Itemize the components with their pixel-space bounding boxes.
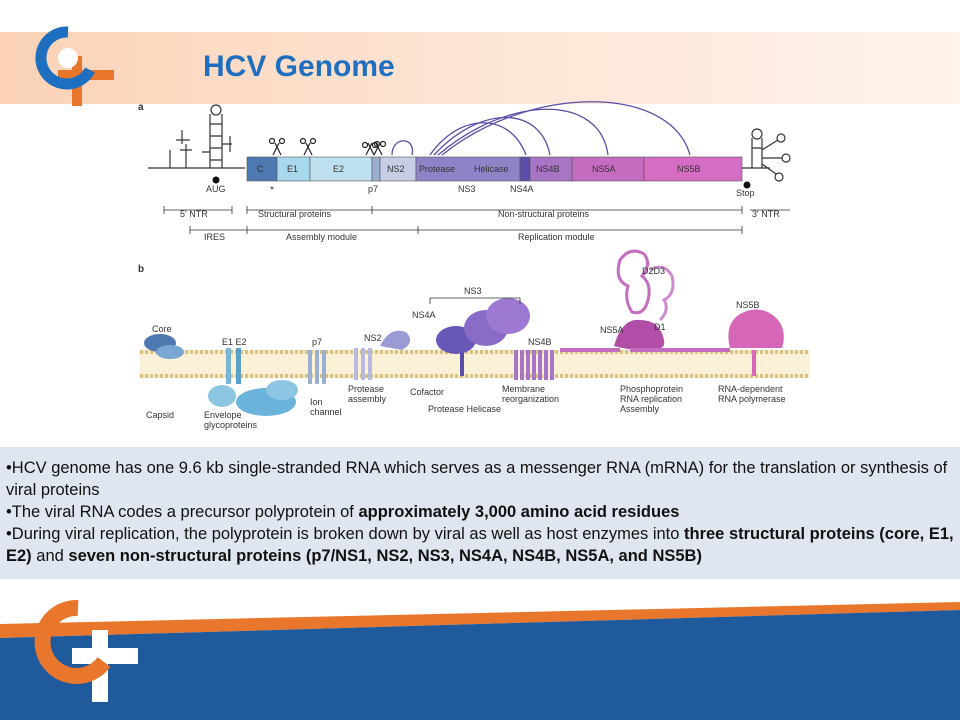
header-band [0, 32, 960, 104]
p7-label-a: p7 [368, 184, 378, 194]
panel-b-label: b [138, 264, 144, 275]
p7-ion-channel [308, 350, 326, 384]
label-membrane-2: reorganization [502, 394, 559, 404]
bullet-2: •The viral RNA codes a precursor polypro… [0, 501, 960, 523]
module-assembly: Assembly module [286, 232, 357, 242]
membrane-bilayer [140, 350, 810, 378]
segment-ns4b [529, 156, 573, 182]
segment-e1 [276, 156, 311, 182]
bullet-3-text: •During viral replication, the polyprote… [6, 525, 685, 543]
stop-label: Stop [736, 188, 755, 198]
bullet-text-box: •HCV genome has one 9.6 kb single-strand… [0, 447, 960, 579]
label-capsid: Capsid [146, 410, 174, 420]
footer-graphic [0, 599, 960, 720]
segment-label-protease: Protease [419, 164, 455, 174]
label-cofactor: Cofactor [410, 387, 444, 397]
label-envelope-1: Envelope [204, 410, 242, 420]
footer-logo-icon [34, 599, 138, 702]
label-e1e2: E1 E2 [222, 337, 247, 347]
core-protein [144, 334, 184, 359]
aug-label: AUG [206, 184, 226, 194]
label-phospho-1: Phosphoprotein [620, 384, 683, 394]
segment-label-e1: E1 [287, 164, 298, 174]
module-ires: IRES [204, 232, 225, 242]
ns3-label-a: NS3 [458, 184, 476, 194]
label-rdrp-1: RNA-dependent [718, 384, 783, 394]
segment-ns5a [571, 156, 645, 182]
bullet-3-mid: and [31, 547, 69, 565]
bullet-3-bold-2: seven non-structural proteins (p7/NS1, N… [68, 547, 702, 565]
label-ns2: NS2 [364, 333, 382, 343]
segment-label-ns2: NS2 [387, 164, 405, 174]
region-lines [163, 206, 790, 234]
label-ns5b: NS5B [736, 300, 760, 310]
label-ns5a: NS5A [600, 325, 624, 335]
ns4b-protein [514, 348, 620, 380]
ns3-ns4a-complex [429, 297, 530, 376]
label-ion-2: channel [310, 407, 342, 417]
polyprotein-bar: C E1 E2 NS2 Protease Helicase NS4B NS5A … [246, 156, 743, 182]
bullet-3: •During viral replication, the polyprote… [0, 523, 960, 567]
label-ns4a: NS4A [412, 310, 436, 320]
label-core: Core [152, 324, 172, 334]
region-structural: Structural proteins [258, 209, 332, 219]
segment-label-c: C [257, 164, 264, 174]
label-p7: p7 [312, 337, 322, 347]
region-nonstructural: Non-structural proteins [498, 209, 590, 219]
bullet-2-bold: approximately 3,000 amino acid residues [358, 503, 680, 521]
stop-marker [743, 181, 751, 189]
label-phospho-2: RNA replication [620, 394, 682, 404]
label-protease-asm-1: Protease [348, 384, 384, 394]
segment-label-ns5a: NS5A [592, 164, 616, 174]
ns2-protein [354, 330, 411, 380]
slide-title: HCV Genome [203, 50, 395, 83]
panel-a-label: a [138, 102, 144, 113]
label-d2d3: D2D3 [642, 266, 665, 276]
label-membrane-1: Membrane [502, 384, 545, 394]
label-ns3: NS3 [464, 286, 482, 296]
star-marker: * [270, 185, 274, 196]
label-ion-1: Ion [310, 397, 323, 407]
segment-p7 [371, 156, 381, 182]
logo-icon [35, 26, 114, 106]
bullet-2-text: •The viral RNA codes a precursor polypro… [6, 503, 359, 521]
bullet-1-text: •HCV genome has one 9.6 kb single-strand… [6, 459, 948, 499]
segment-label-helicase: Helicase [474, 164, 509, 174]
label-phospho-3: Assembly [620, 404, 660, 414]
ns4a-label-a: NS4A [510, 184, 534, 194]
aug-marker [212, 176, 220, 184]
ns5b-protein [728, 309, 784, 376]
module-replication: Replication module [518, 232, 595, 242]
segment-ns4a [519, 156, 531, 182]
bullet-3-bold-1: three structural proteins (core, E1, E2) [6, 525, 954, 565]
cleavage-arcs [391, 101, 691, 156]
segment-label-e2: E2 [333, 164, 344, 174]
label-protease-asm-2: assembly [348, 394, 387, 404]
segment-ns3 [415, 156, 521, 182]
scissors-icons [268, 137, 387, 156]
e1-e2-glycoproteins [208, 348, 298, 416]
segment-label-ns5b: NS5B [677, 164, 701, 174]
bullet-1: •HCV genome has one 9.6 kb single-strand… [0, 457, 960, 501]
region-5ntr-text: 5' NTR [180, 209, 208, 219]
label-d1: D1 [654, 322, 666, 332]
region-3ntr: 3' NTR [752, 209, 780, 219]
label-protease-helicase: Protease Helicase [428, 404, 501, 414]
segment-label-ns4b: NS4B [536, 164, 560, 174]
label-ns4b: NS4B [528, 337, 552, 347]
three-prime-utr-structure [742, 128, 791, 182]
segment-ns5b [643, 156, 743, 182]
label-envelope-2: glycoproteins [204, 420, 258, 430]
ns5a-protein [614, 249, 730, 352]
label-rdrp-2: RNA polymerase [718, 394, 786, 404]
five-prime-utr-structure [148, 104, 245, 169]
hcv-genome-figure: a AUG C E1 E2 NS2 Protease Helicase NS4B… [138, 101, 810, 430]
